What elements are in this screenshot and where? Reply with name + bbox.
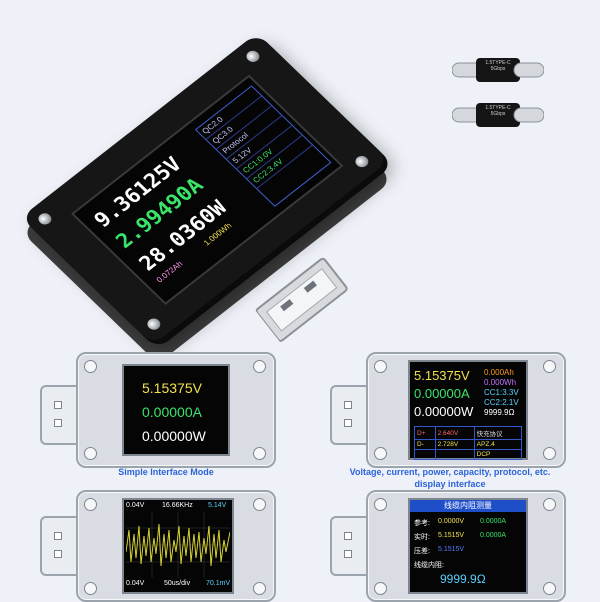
- panel-full-device: 5.15375V 0.00000A 0.00000W 0.000Ah 0.000…: [366, 352, 566, 468]
- simple-screen: 5.15375V 0.00000A 0.00000W: [122, 364, 230, 456]
- simple-power: 0.00000W: [142, 428, 206, 444]
- screw-icon: [253, 582, 266, 595]
- adapter-label-line1: 1.5TYPE-C: [485, 60, 511, 66]
- proto-2: DCP: [473, 449, 523, 460]
- real-current: 0.0000A: [480, 532, 507, 539]
- panel-usb-plug: [40, 385, 80, 445]
- drop-label: 压差:: [414, 548, 430, 555]
- plug-hole: [54, 550, 62, 558]
- plug-hole: [344, 401, 352, 409]
- usb-c-adapter-2: [452, 103, 544, 127]
- ref-label: 参考:: [414, 520, 430, 527]
- panel-cable-device: 线缆内阻测量 参考: 0.0000V 0.0000A 实时: 5.1515V 0…: [366, 490, 566, 602]
- wave-top-right: 5.14V: [208, 502, 227, 509]
- lcd-protocol-panel: QC2.0 QC3.0 Protocol 5.12V CC1:0.0V CC2:…: [194, 85, 332, 207]
- wave-top-left: 0.04V: [126, 502, 145, 509]
- wave-bottom-right: 70.1mV: [206, 580, 231, 587]
- caption-full-interface: Voltage, current, power, capacity, proto…: [330, 466, 570, 490]
- screw-icon: [243, 48, 263, 65]
- screw-icon: [543, 582, 556, 595]
- wave-bottom-left: 0.04V: [126, 580, 145, 587]
- adapter-label-line1: 1.5TYPE-C: [485, 105, 511, 111]
- full-cc1: CC1:3.3V: [484, 388, 519, 397]
- screw-icon: [84, 447, 97, 460]
- res-label: 线缆内阻:: [414, 562, 444, 569]
- plug-hole: [344, 419, 352, 427]
- screw-icon: [374, 360, 387, 373]
- screw-icon: [352, 153, 372, 170]
- full-voltage: 5.15375V: [414, 368, 470, 383]
- blank-cell: [434, 449, 475, 460]
- caption-simple-mode: Simple Interface Mode: [118, 467, 214, 477]
- panel-usb-plug: [330, 385, 370, 445]
- simple-current: 0.00000A: [142, 404, 202, 420]
- real-label: 实时:: [414, 534, 430, 541]
- protocol-table: D+ 2.640V 快充协议 D- 2.728V APZ.4 DCP: [414, 426, 523, 460]
- proto-1: APZ.4: [473, 439, 523, 450]
- screw-icon: [84, 360, 97, 373]
- plug-hole: [54, 401, 62, 409]
- dplus-label: D+: [414, 426, 436, 440]
- full-capacity: 0.000Ah: [484, 368, 514, 377]
- wave-bottom-mid: 50us/div: [164, 580, 191, 587]
- screw-icon: [253, 498, 266, 511]
- plug-hole: [54, 532, 62, 540]
- plug-hole: [54, 419, 62, 427]
- panel-usb-plug: [40, 516, 80, 576]
- adapter-label-2: 1.5TYPE-C 5Gbps: [483, 105, 513, 117]
- caption-line1: Voltage, current, power, capacity, proto…: [349, 467, 551, 477]
- blank-cell: [414, 449, 436, 460]
- screw-icon: [543, 447, 556, 460]
- screw-icon: [543, 498, 556, 511]
- dminus-label: D-: [414, 439, 436, 450]
- cable-title: 线缆内阻测量: [410, 500, 526, 512]
- full-energy: 0.000Wh: [484, 378, 517, 387]
- dplus-value: 2.640V: [434, 426, 475, 440]
- usb-c-adapter-1: [452, 58, 544, 82]
- real-voltage: 5.1515V: [438, 532, 465, 539]
- drop-voltage: 5.1515V: [438, 546, 465, 553]
- screw-icon: [374, 447, 387, 460]
- plug-hole: [344, 550, 352, 558]
- full-cc2: CC2:2.1V: [484, 398, 519, 407]
- screw-icon: [84, 582, 97, 595]
- ref-voltage: 0.0000V: [438, 518, 465, 525]
- screw-icon: [543, 360, 556, 373]
- res-value: 9999.9Ω: [440, 572, 486, 586]
- screw-icon: [374, 582, 387, 595]
- cable-screen: 线缆内阻测量 参考: 0.0000V 0.0000A 实时: 5.1515V 0…: [408, 498, 528, 594]
- full-screen: 5.15375V 0.00000A 0.00000W 0.000Ah 0.000…: [408, 360, 528, 460]
- full-current: 0.00000A: [414, 386, 470, 401]
- ref-current: 0.0000A: [480, 518, 507, 525]
- full-power: 0.00000W: [414, 404, 474, 419]
- simple-voltage: 5.15375V: [142, 380, 202, 396]
- plug-hole: [344, 532, 352, 540]
- panel-simple-device: 5.15375V 0.00000A 0.00000W: [76, 352, 276, 468]
- screw-icon: [253, 447, 266, 460]
- usb-a-plug: [255, 257, 348, 342]
- screw-icon: [84, 498, 97, 511]
- waveform-plot: [126, 512, 230, 578]
- screw-icon: [35, 210, 55, 227]
- screw-icon: [253, 360, 266, 373]
- panel-wave-device: 0.04V 16.66KHz 5.14V 0.04V 50us/div 70.1…: [76, 490, 276, 602]
- panel-usb-plug: [330, 516, 370, 576]
- proto-header: 快充协议: [473, 426, 523, 440]
- adapter-label-line2: 5Gbps: [490, 66, 506, 72]
- caption-line2: display interface: [414, 479, 486, 489]
- screw-icon: [144, 316, 163, 333]
- full-resistance: 9999.9Ω: [484, 408, 515, 417]
- adapter-label-1: 1.5TYPE-C 5Gbps: [483, 60, 513, 72]
- wave-screen: 0.04V 16.66KHz 5.14V 0.04V 50us/div 70.1…: [122, 498, 234, 594]
- screw-icon: [374, 498, 387, 511]
- adapter-label-line2: 5Gbps: [490, 111, 506, 117]
- wave-top-mid: 16.66KHz: [162, 502, 193, 509]
- dminus-value: 2.728V: [434, 439, 475, 450]
